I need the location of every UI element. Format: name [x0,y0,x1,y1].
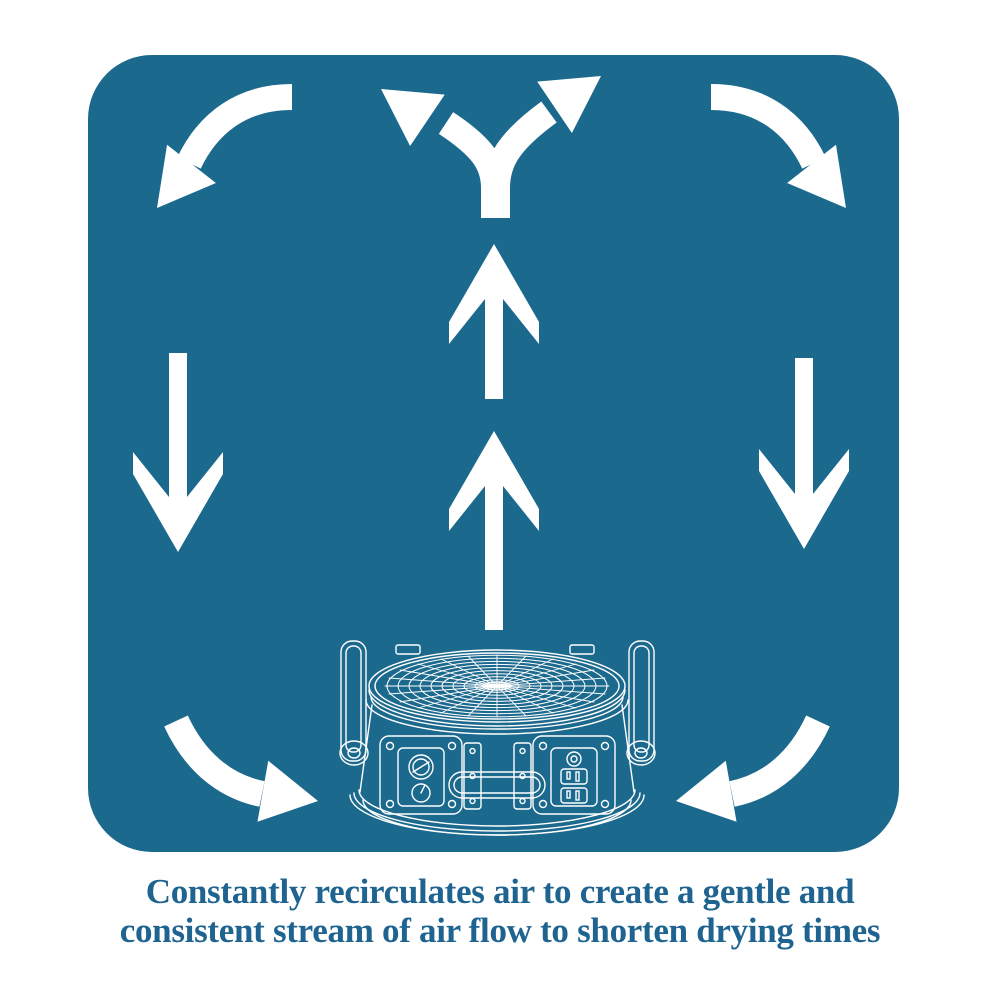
straight-arrow-down-right-icon [759,358,849,549]
curved-arrow-top-right-icon [710,84,871,228]
fan-base [349,789,645,836]
straight-arrow-up-upper-icon [449,244,539,399]
straight-arrow-down-left-icon [133,353,223,552]
fan-hinge-strips [463,742,532,810]
caption: Constantly recirculates air to create a … [0,872,1000,950]
fan-control-panel-left [379,735,463,815]
straight-arrow-up-lower-icon [449,431,539,630]
fan-carry-handle [448,771,546,799]
caption-line-1: Constantly recirculates air to create a … [145,872,855,911]
fan-right-handle [626,640,656,766]
fan-control-panel-right [532,735,616,815]
curved-arrow-bottom-left-icon [164,715,324,832]
caption-line-2: consistent stream of air flow to shorten… [119,911,881,950]
curved-arrow-bottom-right-icon [670,715,830,832]
split-arrow-up-icon [363,50,619,218]
fan-grille [368,644,626,727]
fan-left-handle [339,640,369,766]
curved-arrow-top-left-icon [132,84,293,228]
air-mover-illustration [339,640,656,836]
